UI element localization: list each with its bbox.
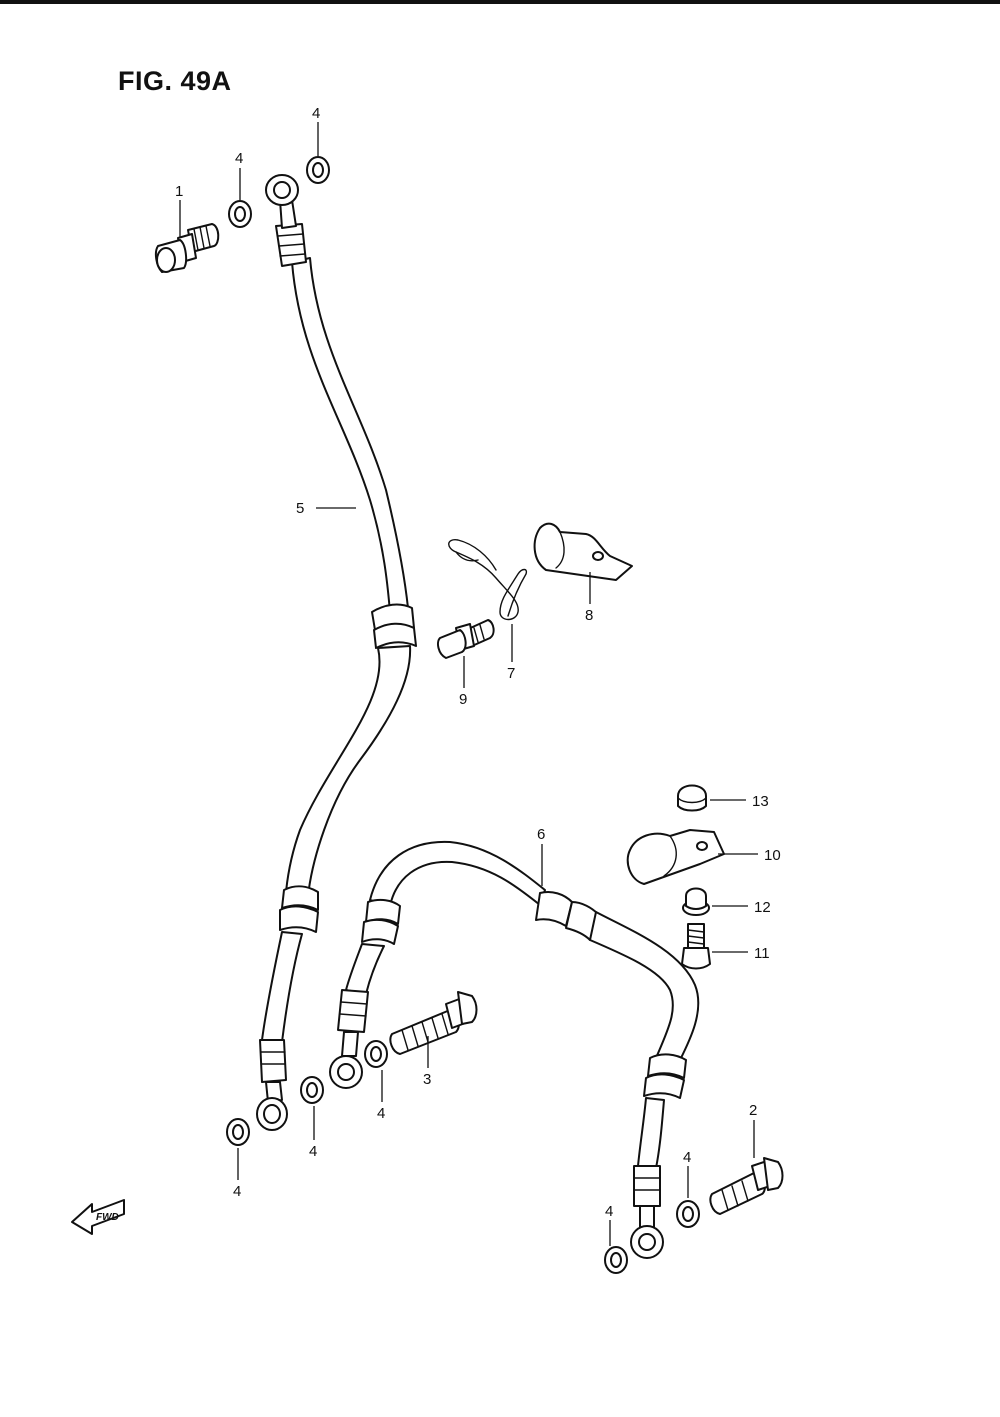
callout-6: 6 xyxy=(537,826,545,843)
callout-10: 10 xyxy=(764,847,781,864)
hose-bracket-10 xyxy=(626,829,725,885)
bolt-9 xyxy=(437,619,495,659)
callout-7: 7 xyxy=(507,665,515,682)
washer-c xyxy=(226,1118,250,1146)
callout-12: 12 xyxy=(754,899,771,916)
callout-11: 11 xyxy=(754,945,770,962)
union-bolt-1 xyxy=(154,223,220,273)
callout-13: 13 xyxy=(752,793,769,810)
collar-12 xyxy=(682,887,710,916)
brake-hose-lower xyxy=(329,840,700,1259)
callout-4d: 4 xyxy=(309,1143,317,1160)
callout-8: 8 xyxy=(585,607,593,624)
callout-4f: 4 xyxy=(683,1149,691,1166)
callout-4a: 4 xyxy=(235,150,243,167)
top-border-rule xyxy=(0,0,1000,4)
callout-4g: 4 xyxy=(605,1203,613,1220)
callout-1: 1 xyxy=(175,183,183,200)
brake-hose-upper xyxy=(256,174,417,1131)
leader-lines xyxy=(179,122,758,1246)
bolt-11 xyxy=(681,923,711,970)
callout-2: 2 xyxy=(749,1102,757,1119)
union-bolt-3 xyxy=(389,991,478,1055)
washer-a xyxy=(228,200,252,228)
callout-9: 9 xyxy=(459,691,467,708)
washer-g xyxy=(604,1246,628,1274)
callout-4b: 4 xyxy=(312,105,320,122)
callout-numbers: 1 4 4 5 8 7 9 13 6 10 12 11 3 4 4 4 2 4 … xyxy=(175,105,781,1220)
union-bolt-2 xyxy=(709,1157,784,1215)
washer-f xyxy=(676,1200,700,1228)
hose-clip-7 xyxy=(448,539,528,621)
washer-e xyxy=(364,1040,388,1068)
callout-5: 5 xyxy=(296,500,304,517)
fwd-direction-badge: FWD xyxy=(71,1199,125,1235)
cap-nut-13 xyxy=(677,784,707,812)
washer-b xyxy=(306,156,330,184)
washers xyxy=(226,156,700,1274)
figure-title: FIG. 49A xyxy=(118,66,232,96)
callout-4c: 4 xyxy=(377,1105,385,1122)
hose-bracket-8 xyxy=(533,522,633,581)
callout-4e: 4 xyxy=(233,1183,241,1200)
svg-text:FWD: FWD xyxy=(96,1212,119,1223)
washer-d xyxy=(300,1076,324,1104)
callout-3: 3 xyxy=(423,1071,431,1088)
